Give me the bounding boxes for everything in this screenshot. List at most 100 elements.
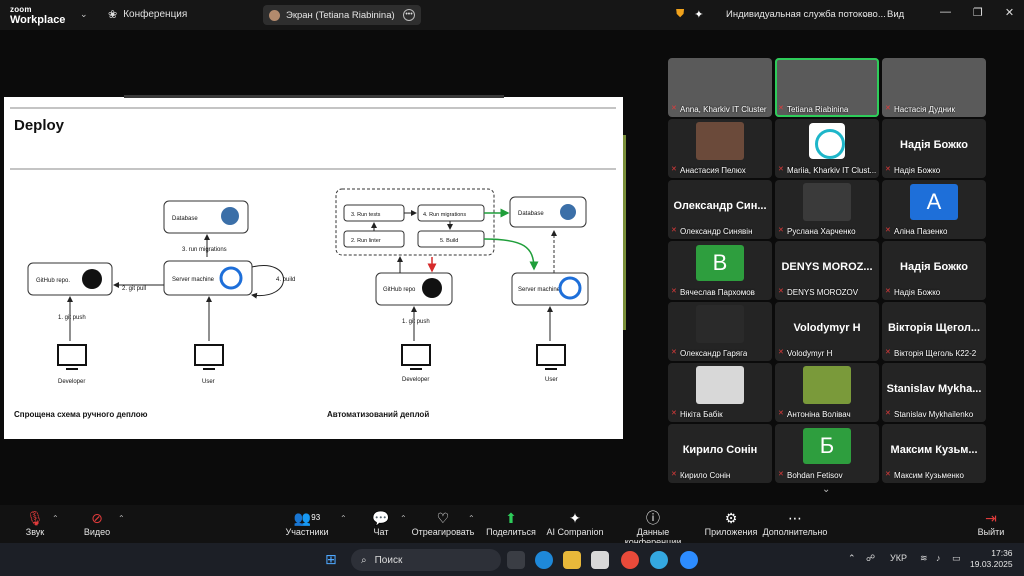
network-icon[interactable]: ☍ (866, 553, 876, 563)
file-explorer-icon[interactable] (563, 551, 581, 569)
chevron-down-icon[interactable]: ⌄ (862, 9, 870, 19)
view-menu[interactable]: Вид (887, 9, 905, 20)
participant-tile[interactable]: ✕Mariia, Kharkiv IT Clust... (775, 119, 879, 178)
slide-title: Deploy (14, 117, 65, 134)
participant-tile[interactable]: В✕Вячеслав Пархомов (668, 241, 772, 300)
more-icon[interactable]: ••• (403, 9, 415, 21)
chevron-up-icon[interactable]: ⌃ (848, 553, 856, 563)
db-label-right: Database (518, 211, 544, 217)
participant-tile[interactable]: Вікторія Щегол...✕Вікторія Щеголь К22-2 (882, 302, 986, 361)
participant-tile[interactable]: Олександр Син...✕Олександр Синявін (668, 180, 772, 239)
chevron-up-icon[interactable]: ⌃ (340, 514, 347, 523)
share-button[interactable]: ⬆ Поделиться (476, 509, 546, 537)
participant-name: Нікіта Бабік (680, 410, 723, 419)
participant-tile[interactable]: А✕Аліна Пазенко (882, 180, 986, 239)
chevron-up-icon[interactable]: ⌃ (52, 514, 59, 523)
participant-tile[interactable]: ✕Олександр Гаряга (668, 302, 772, 361)
apps-button[interactable]: ⚙ Приложения (696, 509, 766, 537)
leave-button[interactable]: ⇥ Выйти (956, 509, 1024, 537)
participant-tile[interactable]: Надія Божко✕Надія Божко (882, 241, 986, 300)
wifi-icon[interactable]: ≋ (920, 553, 928, 563)
chevron-up-icon[interactable]: ⌃ (400, 514, 407, 523)
participant-tile[interactable]: ✕Anna, Kharkiv IT Cluster (668, 58, 772, 117)
participant-tile[interactable]: ✕Анастасия Пелюх (668, 119, 772, 178)
participant-tile[interactable]: ✕Tetiana Riabinina (775, 58, 879, 117)
shield-icon[interactable]: ⛊ (676, 8, 685, 20)
language-indicator[interactable]: УКР (890, 553, 907, 563)
run-migrations-label: 4. Run migrations (423, 212, 466, 218)
battery-icon[interactable]: ▭ (952, 553, 961, 563)
participant-name: Bohdan Fetisov (787, 471, 843, 480)
developer-label: Developer (58, 379, 85, 385)
participant-tile[interactable]: ✕Антоніна Волівач (775, 363, 879, 422)
participant-tile[interactable]: Надія Божко✕Надія Божко (882, 119, 986, 178)
conference-menu[interactable]: ❀ Конференция (108, 8, 187, 21)
chat-icon: 💬 (372, 510, 390, 526)
chrome-icon[interactable] (621, 551, 639, 569)
audio-button[interactable]: 🎙 Звук (0, 509, 70, 537)
participant-tile[interactable]: Volodymyr H✕Volodymyr H (775, 302, 879, 361)
mic-muted-icon: ✕ (885, 471, 891, 478)
react-button[interactable]: ♡ Отреагировать (408, 509, 478, 537)
participant-tile[interactable]: Максим Кузьм...✕Максим Кузьменко (882, 424, 986, 483)
screen-share-pill[interactable]: Экран (Tetiana Riabinina) ••• (263, 5, 421, 25)
git-push-label: 1. git push (58, 315, 86, 321)
participant-tile[interactable]: ✕Руслана Харченко (775, 180, 879, 239)
streaming-service-label[interactable]: Индивидуальная служба потоково... (726, 9, 886, 20)
chat-button[interactable]: 💬 Чат (346, 509, 416, 537)
leave-label: Выйти (977, 527, 1005, 537)
chevron-down-icon[interactable]: ⌄ (80, 9, 88, 19)
participant-tile[interactable]: Кирило Сонін✕Кирило Сонін (668, 424, 772, 483)
taskbar-clock[interactable]: 17:36 19.03.2025 (970, 548, 1013, 570)
telegram-icon[interactable] (650, 551, 668, 569)
store-icon[interactable] (591, 551, 609, 569)
ai-companion-button[interactable]: ✦ AI Companion (540, 509, 610, 537)
chevron-up-icon[interactable]: ⌃ (118, 514, 125, 523)
avatar: А (910, 184, 958, 220)
slide-right-bar (623, 135, 626, 330)
deploy-diagram: Deploy Database 3. run migrations GitHub… (10, 107, 616, 419)
task-view-icon[interactable] (507, 551, 525, 569)
participant-tile[interactable]: Stanislav Mykha...✕Stanislav Mykhailenko (882, 363, 986, 422)
github-label: GitHub repo. (36, 278, 70, 284)
window-controls: — ❐ ✕ (940, 6, 1014, 19)
chevron-down-icon[interactable]: ⌄ (822, 484, 831, 495)
windows-start-icon[interactable]: ⊞ (325, 551, 337, 567)
meeting-info-button[interactable]: ⓘ Данные конференции (610, 509, 696, 547)
volume-icon[interactable]: ♪ (936, 553, 941, 563)
user-computer-icon (194, 344, 224, 366)
avatar (696, 122, 744, 160)
participant-display-name: Надія Божко (900, 139, 968, 151)
manual-deploy-caption: Спрощена схема ручного деплою (14, 410, 148, 419)
participant-display-name: Олександр Син... (673, 200, 767, 212)
zoom-taskbar-icon[interactable] (680, 551, 698, 569)
participant-display-name: Максим Кузьм... (890, 444, 978, 456)
video-button[interactable]: ⊘ Видео (62, 509, 132, 537)
chevron-up-icon[interactable]: ⌃ (468, 514, 475, 523)
ai-sparkle-icon[interactable]: ✦ (694, 9, 704, 21)
camera-off-icon: ⊘ (91, 510, 103, 526)
avatar (696, 366, 744, 404)
participant-name: Tetiana Riabinina (787, 105, 849, 114)
participant-name: Настасія Дудник (894, 105, 955, 114)
taskbar-search[interactable]: ⌕ Поиск (351, 549, 501, 571)
participants-button[interactable]: 👥93 Участники (272, 509, 342, 537)
participant-name: Stanislav Mykhailenko (894, 410, 974, 419)
edge-icon[interactable] (535, 551, 553, 569)
minimize-icon[interactable]: — (940, 6, 951, 18)
react-label: Отреагировать (411, 527, 475, 537)
more-button[interactable]: ⋯ Дополнительно (760, 509, 830, 537)
mic-muted-icon: ✕ (671, 105, 677, 112)
participant-tile[interactable]: ✕Нікіта Бабік (668, 363, 772, 422)
participant-name: Олександр Синявін (680, 227, 753, 236)
participant-tile[interactable]: DENYS MOROZ...✕DENYS MOROZOV (775, 241, 879, 300)
leave-icon: ⇥ (985, 510, 997, 526)
avatar: В (696, 245, 744, 281)
clock-time: 17:36 (991, 548, 1013, 558)
mic-muted-icon: ✕ (885, 349, 891, 356)
maximize-icon[interactable]: ❐ (973, 7, 983, 19)
participant-tile[interactable]: Б✕Bohdan Fetisov (775, 424, 879, 483)
close-icon[interactable]: ✕ (1004, 7, 1015, 19)
participant-tile[interactable]: ✕Настасія Дудник (882, 58, 986, 117)
